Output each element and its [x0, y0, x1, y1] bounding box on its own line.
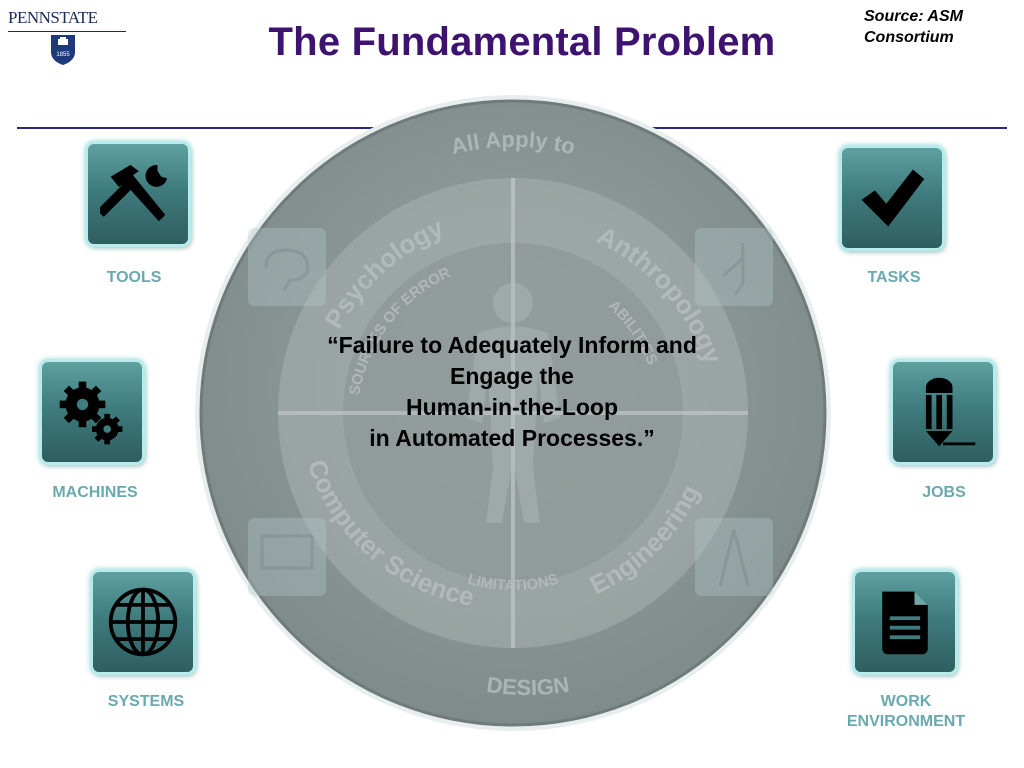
work-environment-tile	[855, 572, 955, 672]
central-quote: “Failure to Adequately Inform and Engage…	[292, 330, 732, 454]
quote-line-4: in Automated Processes.”	[369, 425, 655, 451]
tools-label: TOOLS	[106, 269, 162, 286]
globe-icon	[108, 587, 178, 657]
systems-label: SYSTEMS	[107, 693, 185, 710]
checkmark-icon	[861, 169, 925, 227]
brain-icon	[248, 228, 326, 306]
laptop-icon	[248, 518, 326, 596]
compass-icon	[695, 518, 773, 596]
svg-text:LIMITATIONS: LIMITATIONS	[466, 571, 561, 595]
document-icon	[882, 591, 928, 655]
person-pushing-icon	[695, 228, 773, 306]
tasks-tile	[842, 148, 942, 248]
jobs-tile	[893, 362, 993, 462]
machines-label: MACHINES	[52, 484, 138, 501]
inner-label-3: LIMITATIONS	[466, 571, 561, 595]
work-environment-label: WORK ENVIRONMENT	[826, 692, 986, 732]
ring-bottom-label: DESIGN	[485, 672, 570, 700]
gears-icon	[59, 381, 123, 445]
hfe-circle-diagram: All Apply to Psychology Anthropology Com…	[188, 88, 838, 738]
quote-line-1: “Failure to Adequately Inform and	[327, 332, 697, 358]
shield-icon: 1855	[51, 35, 75, 65]
quote-line-3: Human-in-the-Loop	[405, 394, 619, 420]
pennstate-logo: PENNSTATE 1855	[8, 8, 128, 65]
machines-tile	[42, 362, 142, 462]
jobs-label: JOBS	[922, 484, 966, 501]
tools-icon	[100, 164, 168, 222]
source-line-1: Source: ASM	[864, 8, 963, 25]
logo-text: PENNSTATE	[8, 8, 98, 27]
faint-icon-boxes	[248, 228, 773, 596]
systems-tile	[93, 572, 193, 672]
work-label-line-2: ENVIRONMENT	[846, 713, 966, 730]
svg-text:DESIGN: DESIGN	[485, 672, 570, 700]
human-silhouette	[466, 283, 560, 523]
tasks-label: TASKS	[867, 269, 921, 286]
work-label-line-1: WORK	[880, 693, 932, 710]
pencil-icon	[925, 377, 976, 447]
tools-tile	[88, 144, 188, 244]
page-title: The Fundamental Problem	[268, 20, 776, 64]
logo-divider	[8, 31, 126, 32]
source-note: Source: ASM Consortium	[864, 6, 963, 48]
quote-line-2: Engage the	[450, 363, 574, 389]
source-line-2: Consortium	[864, 29, 954, 46]
logo-year: 1855	[56, 52, 70, 58]
